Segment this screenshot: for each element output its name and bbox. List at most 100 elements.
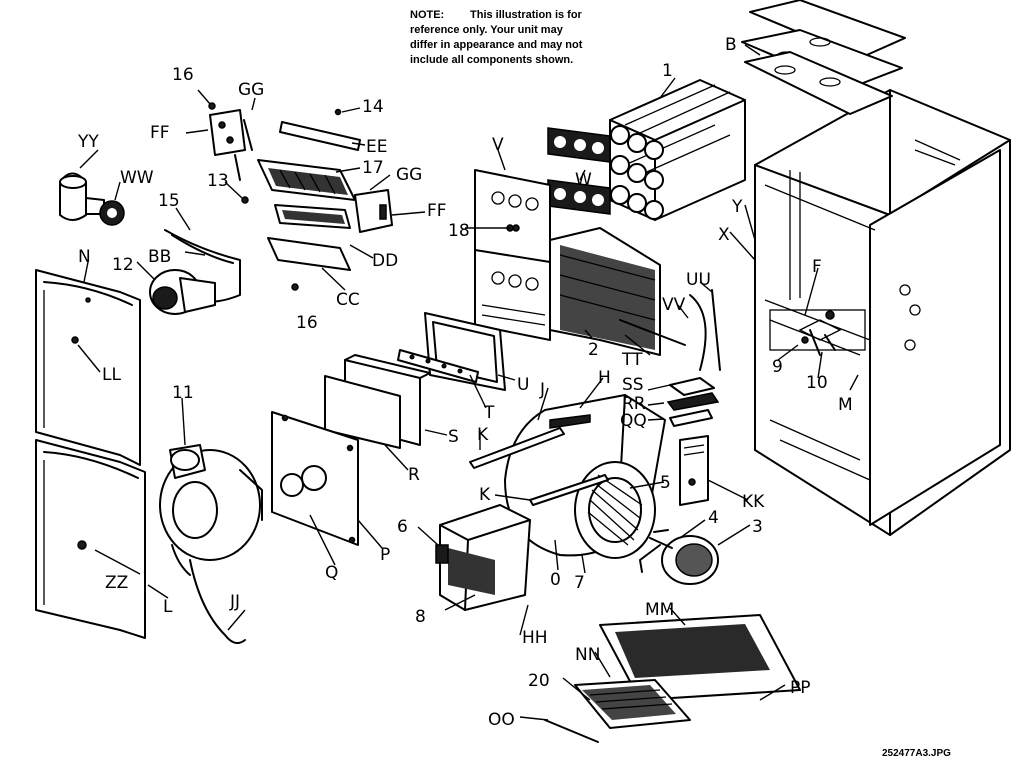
- label-k: K: [477, 425, 489, 445]
- manifold-bracket-ff: [208, 102, 253, 181]
- label-n: N: [78, 247, 91, 267]
- label-m: M: [838, 395, 853, 415]
- label-10: 10: [806, 373, 828, 393]
- label-uu: UU: [686, 270, 711, 290]
- filter-assembly: [544, 614, 801, 743]
- label-r: R: [408, 465, 420, 485]
- label-6: 6: [397, 517, 408, 537]
- control-components-ss-rr-qq: [666, 377, 720, 427]
- label-ff: FF: [150, 123, 170, 143]
- label-ee: EE: [366, 137, 387, 157]
- lower-door-l: [35, 439, 146, 639]
- control-box-hh: [435, 504, 531, 611]
- label-j: J: [539, 380, 545, 400]
- leader-lines: [77, 44, 859, 721]
- label-b: B: [725, 35, 737, 55]
- label-cc: CC: [336, 290, 360, 310]
- label-14: 14: [362, 97, 384, 117]
- label-yy: YY: [77, 132, 99, 152]
- inducer-motor-12: [149, 229, 241, 315]
- top-panel-b: [741, 0, 906, 115]
- label-20: 20: [528, 671, 550, 691]
- reference-note: NOTE: This illustration is for reference…: [410, 9, 583, 66]
- label-x: X: [718, 225, 730, 245]
- label-16: 16: [172, 65, 194, 85]
- label-0: 0: [550, 570, 561, 590]
- label-18: 18: [448, 221, 470, 241]
- secondary-heat-exchanger: [549, 227, 661, 356]
- label-5: 5: [660, 473, 671, 493]
- note-line-1: This illustration is for: [470, 9, 583, 21]
- label-ww: WW: [120, 168, 154, 188]
- label-y: Y: [731, 197, 743, 217]
- label-2: 2: [588, 340, 599, 360]
- label-l: L: [163, 597, 173, 617]
- label-vv: VV: [662, 295, 686, 315]
- label-kk: KK: [742, 492, 765, 512]
- note-line-3: differ in appearance and may not: [410, 39, 583, 51]
- burner-strip-ee: [279, 108, 361, 151]
- label-oo: OO: [488, 710, 515, 730]
- image-file-id: 252477A3.JPG: [882, 748, 951, 759]
- label-16-2: 16: [296, 313, 318, 333]
- label-ss: SS: [622, 375, 644, 395]
- label-rr: RR: [622, 394, 646, 414]
- inducer-blower-11: [159, 444, 263, 576]
- label-9: 9: [772, 357, 783, 377]
- label-12: 12: [112, 255, 134, 275]
- label-s: S: [448, 427, 459, 447]
- label-zz: ZZ: [105, 573, 128, 593]
- label-f: F: [812, 257, 822, 277]
- label-4: 4: [708, 508, 719, 528]
- label-ff-2: FF: [427, 201, 447, 221]
- note-line-2: reference only. Your unit may: [410, 24, 564, 36]
- upper-door-n: [35, 269, 141, 466]
- label-7: 7: [574, 573, 585, 593]
- label-mm: MM: [645, 600, 674, 620]
- label-tt: TT: [621, 350, 643, 370]
- bracket-t: [397, 349, 479, 383]
- control-board-kk: [679, 435, 709, 506]
- label-gg: GG: [238, 80, 264, 100]
- blower-rails-j-k: [469, 427, 609, 506]
- label-nn: NN: [575, 645, 600, 665]
- label-11: 11: [172, 383, 194, 403]
- label-dd: DD: [372, 251, 398, 271]
- label-p: P: [380, 545, 390, 565]
- label-w: W: [575, 170, 592, 190]
- label-v: V: [492, 135, 504, 155]
- label-qq: QQ: [620, 411, 647, 431]
- burner-access-plate-p: [271, 411, 359, 546]
- blower-motor-3: [639, 529, 719, 585]
- drain-hose-jj: [189, 559, 246, 645]
- drain-tube-assembly: [619, 289, 721, 371]
- label-u: U: [517, 375, 529, 395]
- label-h: H: [598, 368, 611, 388]
- label-q: Q: [325, 563, 338, 583]
- label-1: 1: [662, 61, 673, 81]
- label-15: 15: [158, 191, 180, 211]
- burner-assembly-17: [257, 159, 393, 233]
- heat-exchanger-tubes: [609, 79, 746, 221]
- label-3: 3: [752, 517, 763, 537]
- pressure-switch-yy-ww: [59, 172, 125, 226]
- label-k-2: K: [479, 485, 491, 505]
- heat-exchanger-gaskets-w: [547, 127, 611, 215]
- label-17: 17: [362, 158, 384, 178]
- label-t: T: [483, 403, 495, 423]
- label-8: 8: [415, 607, 426, 627]
- label-13: 13: [207, 171, 229, 191]
- label-hh: HH: [522, 628, 548, 648]
- callout-labels: 16 GG 14 YY FF EE WW 17 GG 13 FF 15 BB D…: [77, 35, 853, 730]
- note-heading: NOTE:: [410, 9, 444, 21]
- burner-plates-cc-dd: [241, 196, 351, 291]
- label-pp: PP: [790, 678, 811, 698]
- label-jj: JJ: [229, 592, 240, 612]
- screw-18: [512, 224, 520, 232]
- label-bb: BB: [148, 247, 171, 267]
- note-line-4: include all components shown.: [410, 54, 573, 66]
- partition-panel-v: [474, 169, 551, 341]
- insulation-panels-r-s: [324, 354, 431, 449]
- furnace-cabinet: [754, 89, 1011, 536]
